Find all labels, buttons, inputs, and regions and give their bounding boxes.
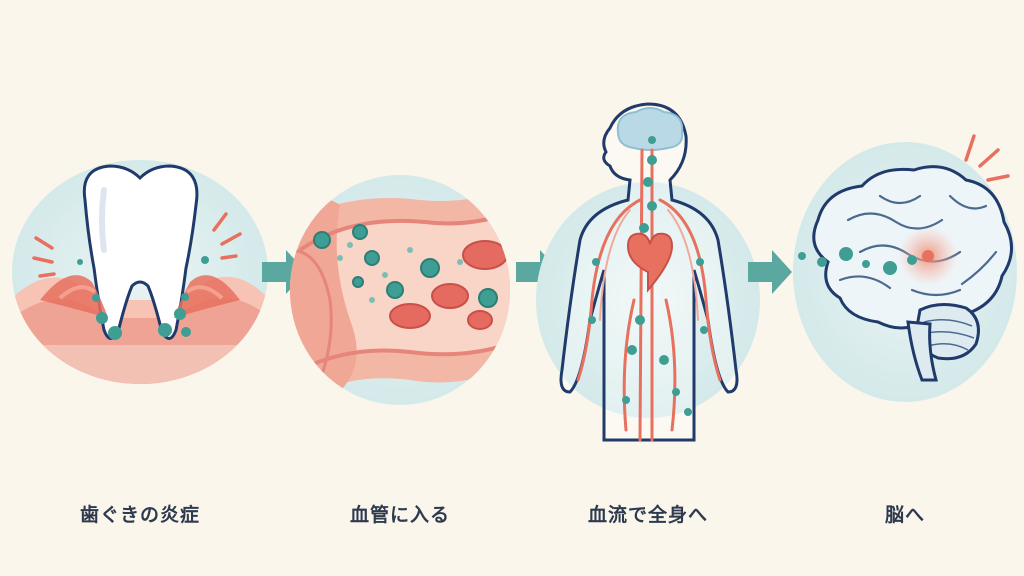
- heart: [626, 232, 674, 293]
- step-1-label: 歯ぐきの炎症: [79, 504, 200, 526]
- pain-lines-left: [32, 236, 56, 278]
- brain-icon: [793, 134, 1017, 402]
- blood-vessel-bacteria-icon: [290, 175, 510, 405]
- step-2-label: 血管に入る: [349, 504, 450, 526]
- step-3-circle: [536, 182, 760, 418]
- arrow-icon: [748, 250, 792, 294]
- step-4-label: 脳へ: [884, 504, 925, 526]
- alert-lines: [964, 134, 1010, 182]
- tooth: [82, 164, 199, 340]
- tooth-gum-inflammation-icon: [12, 160, 268, 384]
- brain-small: [616, 107, 684, 151]
- step-3-label: 血流で全身へ: [587, 504, 708, 526]
- pain-lines-right: [212, 212, 242, 260]
- brain-stem: [906, 320, 938, 382]
- body-circulation-icon: [536, 102, 760, 442]
